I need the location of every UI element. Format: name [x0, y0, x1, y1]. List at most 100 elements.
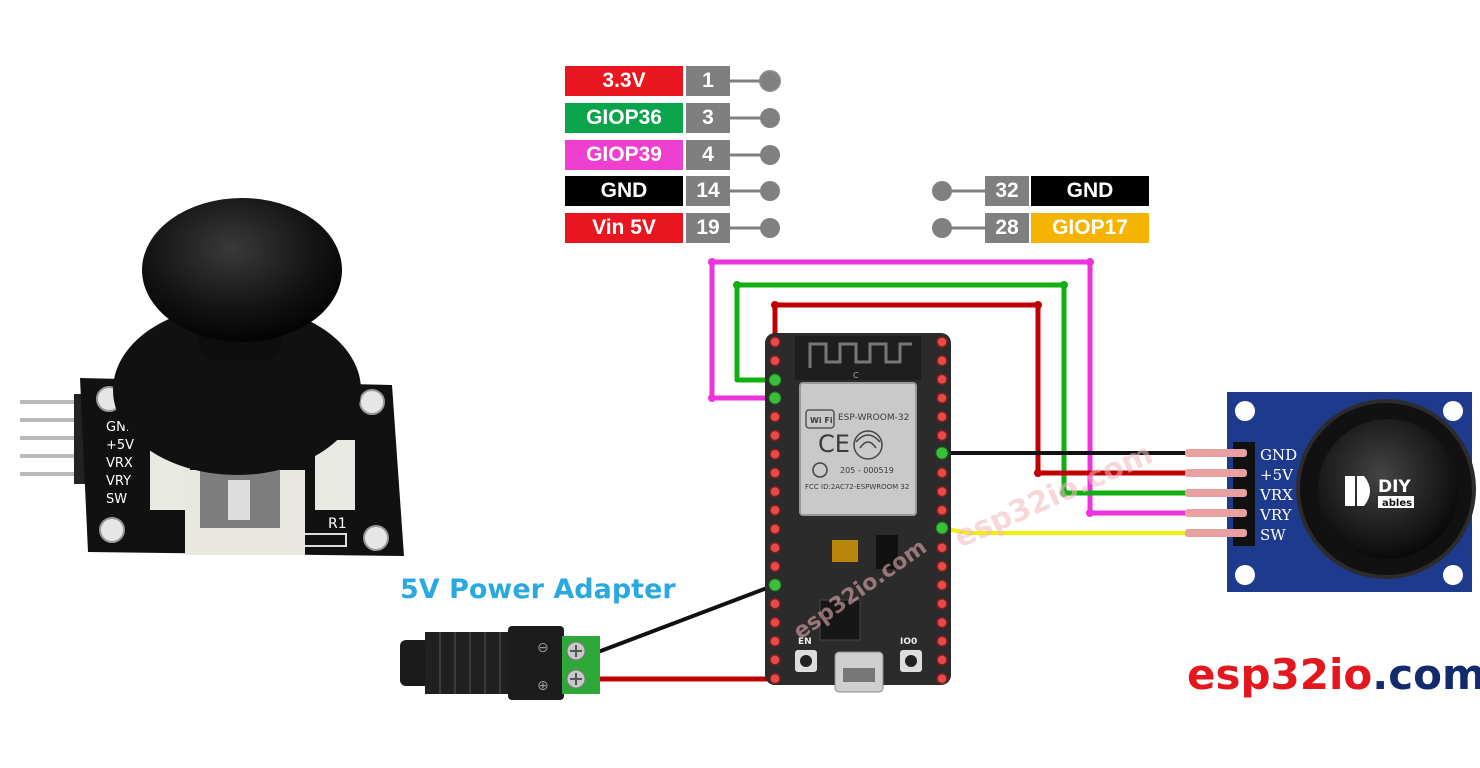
pin-number-14: 14: [686, 176, 730, 206]
wires: [597, 259, 1190, 682]
header-pin: [936, 598, 948, 610]
pin-number-28: 28: [985, 213, 1029, 243]
header-pin: [769, 635, 781, 647]
header-pin: [769, 654, 781, 666]
header-pin: [769, 429, 781, 442]
esp32-shield: [799, 382, 917, 516]
pin-dot: [932, 181, 952, 201]
pin-number-4: 4: [686, 140, 730, 170]
cert-icon: [812, 462, 828, 478]
pin-number-3: 3: [686, 103, 730, 133]
module-label-5v: +5V: [1260, 466, 1294, 484]
fcc-id: FCC ID:2AC72-ESPWROOM 32: [805, 483, 909, 491]
header-pin: [769, 336, 781, 348]
photo-label-r1: R1: [328, 516, 347, 532]
power-adapter: ⊖ ⊕: [400, 626, 600, 700]
photo-label-vrx: VRX: [106, 456, 133, 471]
module-label-gnd: GND: [1260, 446, 1297, 464]
header-pin: [936, 579, 948, 591]
logo-ables: ables: [1382, 498, 1412, 509]
usb-chip: [819, 599, 861, 641]
header-pin: [769, 523, 781, 535]
minus-symbol: ⊖: [537, 640, 549, 656]
regulator: [876, 535, 898, 569]
left-pin-connectors: [729, 70, 781, 238]
connected-pin: [768, 373, 782, 387]
header-pin: [936, 616, 948, 629]
pin-number-19: 19: [686, 213, 730, 243]
pin-dot: [932, 218, 952, 238]
pin-label-giop17: GIOP17: [1031, 213, 1149, 243]
header-pin: [936, 504, 948, 517]
header-pin: [936, 429, 948, 442]
photo-label-sw: SW: [106, 492, 127, 507]
connected-pin: [768, 391, 782, 405]
header-pin: [936, 635, 948, 647]
pin-dot: [760, 218, 780, 238]
header-pin: [769, 411, 781, 423]
header-pin: [936, 654, 948, 666]
pin-dot: [760, 181, 780, 201]
pin-number-32: 32: [985, 176, 1029, 206]
header-pin: [769, 598, 781, 610]
c-mark: C: [853, 371, 859, 380]
header-pin: [769, 541, 781, 554]
pin-label-giop36: GIOP36: [565, 103, 683, 133]
module-label-sw: SW: [1260, 526, 1286, 544]
header-pin: [936, 354, 948, 367]
wifi-logo-text: Wi Fi: [810, 416, 833, 425]
connected-pin: [935, 446, 949, 460]
module-name: ESP-WROOM-32: [838, 413, 909, 423]
pin-number-1: 1: [686, 66, 730, 96]
cert-id: 205 - 000519: [840, 466, 894, 475]
joystick-module: GND +5V VRX VRY SW DIY ables: [1185, 392, 1476, 592]
header-pin: [936, 392, 948, 404]
brand-logo[interactable]: esp32io.com: [1187, 650, 1480, 699]
pin-label-3v3: 3.3V: [565, 66, 683, 96]
wire-end-dots: [708, 258, 1094, 517]
module-label-vry: VRY: [1259, 506, 1293, 524]
pin-dot: [760, 145, 780, 165]
header-pin: [769, 467, 781, 479]
pin-dot: [760, 108, 780, 128]
header-pin: [769, 616, 781, 629]
header-pin: [769, 485, 781, 498]
header-pin: [769, 354, 781, 367]
joystick-knob-top: [142, 198, 342, 342]
header-pin: [769, 504, 781, 517]
header-pin: [769, 560, 781, 573]
header-pin: [936, 672, 948, 685]
right-pin-connectors: [932, 181, 985, 238]
pin-dot: [759, 70, 781, 92]
diyables-logo: DIY ables: [1345, 476, 1414, 509]
header-pin: [936, 541, 948, 554]
wire-green: [734, 282, 1190, 496]
connected-pin: [935, 521, 949, 535]
header-pin: [769, 448, 781, 460]
capacitor: [832, 540, 858, 562]
photo-label-5v: +5V: [106, 438, 134, 453]
plus-symbol: ⊕: [537, 678, 549, 694]
pin-label-vin5v: Vin 5V: [565, 213, 683, 243]
logo-diy: DIY: [1378, 477, 1411, 497]
module-label-vrx: VRX: [1259, 486, 1293, 504]
joystick-knob-base: [113, 305, 361, 475]
pin-label-gnd-right: GND: [1031, 176, 1149, 206]
wire-adapter-black: [597, 583, 776, 654]
power-adapter-caption: 5V Power Adapter: [400, 574, 676, 605]
wifi-icon: [853, 430, 883, 460]
header-pin: [936, 373, 948, 386]
header-pin: [936, 560, 948, 573]
photo-label-vry: VRY: [106, 474, 131, 489]
header-pin: [936, 485, 948, 498]
header-pin: [936, 467, 948, 479]
wire-magenta: [709, 259, 1190, 516]
brand-name: esp32io: [1187, 650, 1373, 699]
pin-label-giop39: GIOP39: [565, 140, 683, 170]
esp32-left-header: [769, 336, 781, 685]
brand-tld: .com: [1372, 650, 1480, 699]
header-pin: [936, 336, 948, 348]
pin-label-gnd: GND: [565, 176, 683, 206]
